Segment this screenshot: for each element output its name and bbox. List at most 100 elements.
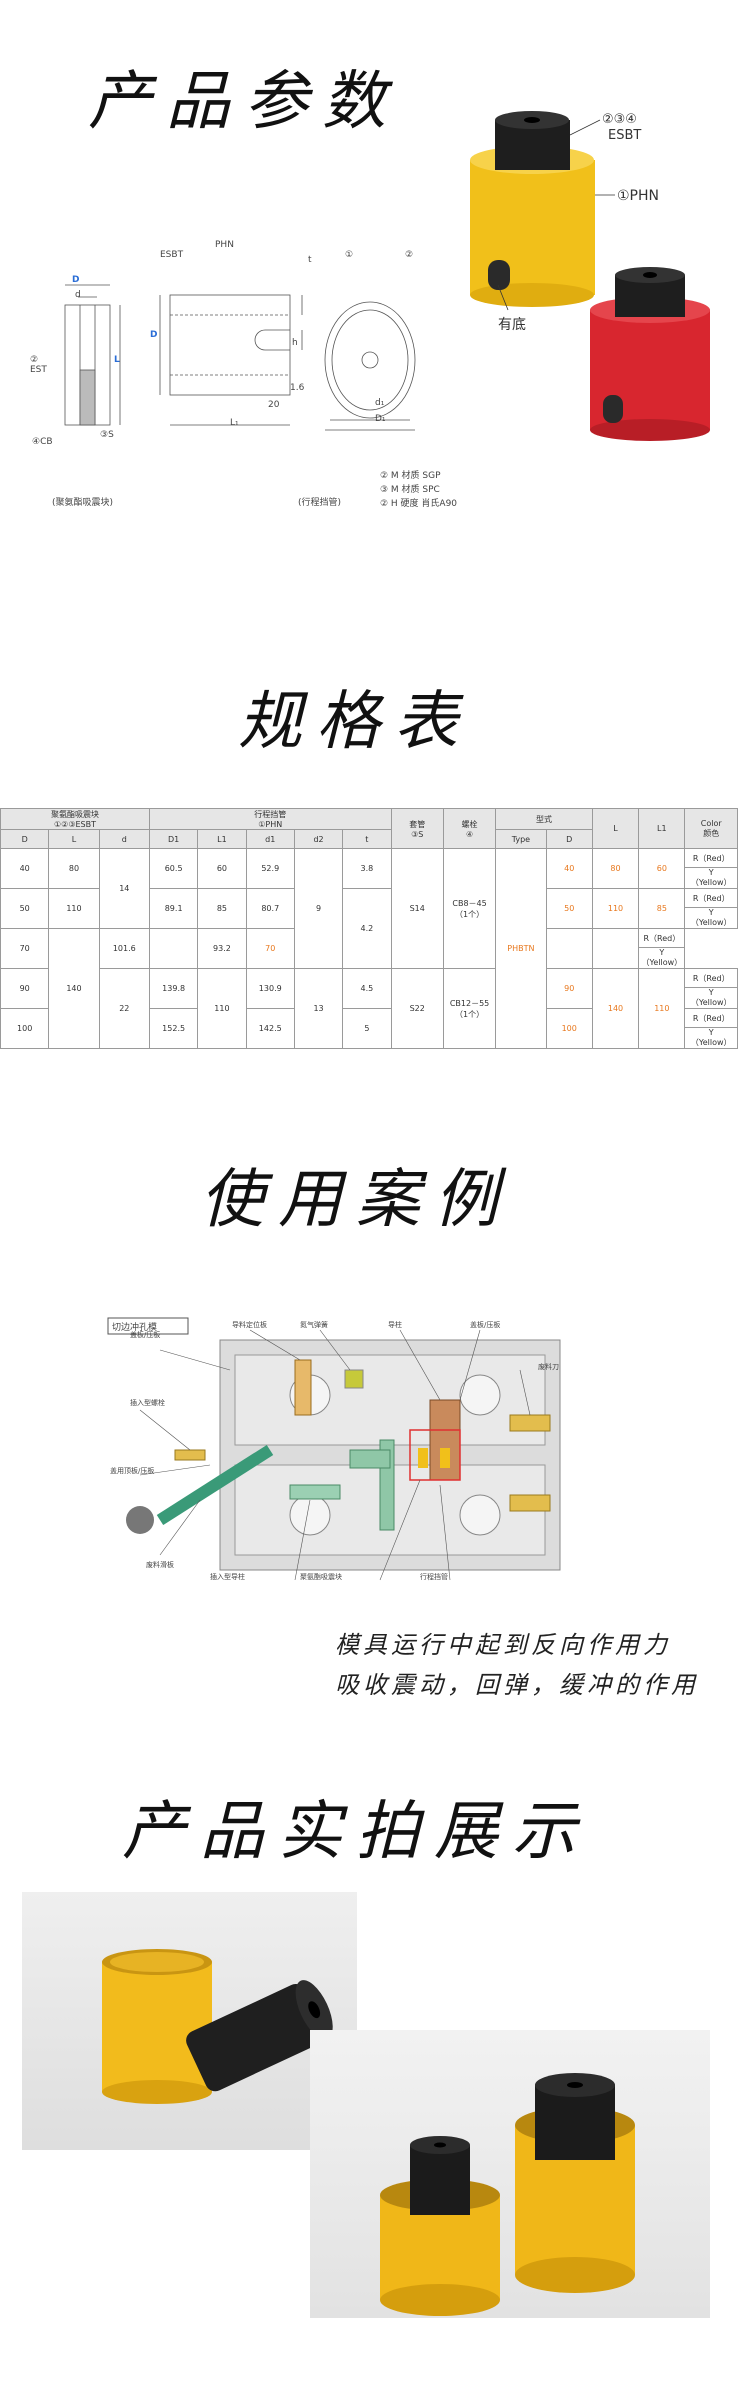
cell-D1: 101.6 xyxy=(98,928,150,969)
usage-label-1: 导料定位板 xyxy=(232,1321,267,1329)
cell-L1: 85 xyxy=(197,888,247,929)
material-1: ② M 材质 SGP xyxy=(380,471,441,481)
dim-D1: D₁ xyxy=(375,414,386,424)
hdr-esbt: 聚氨酯吸震块 ①②③ESBT xyxy=(0,808,150,830)
table-row: 40 80 14 60.5 60 52.9 9 3.8 S14 CB8－45 （… xyxy=(0,848,738,1049)
label-c1: ① xyxy=(345,250,354,260)
cell-sL1: 85 xyxy=(638,888,686,929)
dim-L1: L₁ xyxy=(230,418,239,428)
sub-D1: D1 xyxy=(148,829,199,849)
cell-d1: 130.9 xyxy=(245,968,295,1009)
dim-t: t xyxy=(308,255,312,265)
label-esbt: ESBT xyxy=(608,128,642,143)
cell-sL1: 110 xyxy=(638,968,686,1049)
cell-D: 50 xyxy=(0,888,50,929)
sub-d: d xyxy=(98,829,150,849)
spec-title: 规格表 xyxy=(238,685,472,759)
cell-color-red: R（Red） xyxy=(684,968,738,988)
cell-L1: 110 xyxy=(197,968,247,1049)
cell-L: 110 xyxy=(48,888,100,929)
label-c2: ② xyxy=(405,250,414,260)
cell-color-red: R（Red） xyxy=(684,848,738,868)
cell-sL: 80 xyxy=(591,848,640,889)
cell-d2-9: 9 xyxy=(293,848,344,969)
usage-label-9: 聚氨酯吸震块 xyxy=(300,1573,342,1581)
usage-label-0: 盖板/压板 xyxy=(130,1331,161,1339)
table-row: 100 152.5 142.5 5 100 R（Red） xyxy=(0,1008,738,1049)
cell-sD: 100 xyxy=(545,1008,593,1049)
cell-color-red: R（Red） xyxy=(638,928,686,948)
product-renders xyxy=(470,111,710,441)
cell-sL1 xyxy=(591,928,640,969)
label-bottom: 有底 xyxy=(498,317,526,333)
dim-Dr: D xyxy=(150,330,158,340)
material-2: ③ M 材质 SPC xyxy=(380,485,440,495)
cell-sL: 110 xyxy=(591,888,640,929)
cell-D1: 139.8 xyxy=(148,968,199,1009)
cell-t: 3.8 xyxy=(342,848,392,889)
diagram-title: 切边冲孔模 xyxy=(112,1323,158,1333)
cell-L1: 60 xyxy=(197,848,247,889)
cell-d1: 142.5 xyxy=(245,1008,295,1049)
cell-S22: S22 xyxy=(390,968,444,1049)
cell-color-red: R（Red） xyxy=(684,888,738,908)
usage-caption-2: 吸收震动，回弹，缓冲的作用 xyxy=(335,1671,699,1699)
cell-L-140: 140 xyxy=(48,928,100,1049)
cell-color-yellow: Y （Yellow） xyxy=(684,987,738,1009)
cell-sD: 70 xyxy=(245,928,295,969)
technical-drawing xyxy=(64,284,416,431)
cell-D1: 152.5 xyxy=(148,1008,199,1049)
usage-label-8: 废料滑板 xyxy=(146,1561,174,1569)
hdr-type: 型式 xyxy=(495,808,593,830)
cell-sL: 140 xyxy=(591,968,640,1049)
cell-D: 90 xyxy=(0,968,50,1009)
usage-label-6: 盖用顶板/压板 xyxy=(110,1467,155,1475)
cell-L1 xyxy=(148,928,199,969)
sub-type-D: D xyxy=(545,829,593,849)
material-3: ② H 硬度 肖氏A90 xyxy=(380,499,458,509)
die-diagram xyxy=(100,1300,580,1590)
label-PHN-drawing: PHN xyxy=(215,240,234,250)
left-caption: (聚氨酯吸震块) xyxy=(52,498,114,508)
cell-color-yellow: Y （Yellow） xyxy=(684,907,738,929)
cell-D: 70 xyxy=(0,928,50,969)
cell-t-42: 4.2 xyxy=(342,888,392,969)
usage-label-7: 废料刀 xyxy=(538,1363,559,1371)
dim-D: D xyxy=(72,275,80,285)
cell-sD: 90 xyxy=(545,968,593,1009)
hdr-L: L xyxy=(591,808,640,849)
label-S: ③S xyxy=(100,430,114,440)
hdr-color: Color 颜色 xyxy=(684,808,738,849)
label-CB: ④CB xyxy=(32,437,53,447)
sub-L: L xyxy=(48,829,100,849)
cell-D1: 89.1 xyxy=(148,888,199,929)
cell-D: 100 xyxy=(0,1008,50,1049)
cell-D1: 60.5 xyxy=(148,848,199,889)
usage-label-11: 插入型导柱 xyxy=(210,1573,245,1581)
cell-color-yellow: Y （Yellow） xyxy=(684,867,738,889)
hdr-phn: 行程挡管 ①PHN xyxy=(148,808,392,830)
product-photo-2 xyxy=(310,2030,710,2318)
sub-L1: L1 xyxy=(197,829,247,849)
cell-color-yellow: Y （Yellow） xyxy=(684,1027,738,1049)
cell-t: 4.5 xyxy=(342,968,392,1009)
cell-type: PHBTN xyxy=(495,848,547,1049)
table-row: 90 22 139.8 110 130.9 13 4.5 S22 CB12－55… xyxy=(0,968,738,1049)
cell-bolt1: CB8－45 （1个） xyxy=(442,848,497,969)
product-photo-1 xyxy=(22,1892,357,2150)
params-title: 产品参数 xyxy=(88,65,400,139)
cell-L: 80 xyxy=(48,848,100,889)
dim-d: d xyxy=(75,290,81,300)
usage-title: 使用案例 xyxy=(200,1163,512,1237)
sub-type: Type xyxy=(495,829,547,849)
cell-bolt2: CB12－55 （1个） xyxy=(442,968,497,1049)
label-EST: ② EST xyxy=(30,355,47,375)
table-row: 70 140 101.6 93.2 70 R（Red） xyxy=(0,928,738,1049)
cell-S14: S14 xyxy=(390,848,444,969)
dim-16: 1.6 xyxy=(290,383,305,393)
table-row: 50 110 89.1 85 80.7 4.2 50 110 85 R（Red） xyxy=(0,888,738,969)
label-phn: ①PHN xyxy=(617,188,659,204)
cell-sD: 40 xyxy=(545,848,593,889)
spec-table: 聚氨酯吸震块 ①②③ESBT 行程挡管 ①PHN 套管 ③S 螺栓 ④ 型式 L… xyxy=(0,808,738,1049)
hdr-L1: L1 xyxy=(638,808,686,849)
